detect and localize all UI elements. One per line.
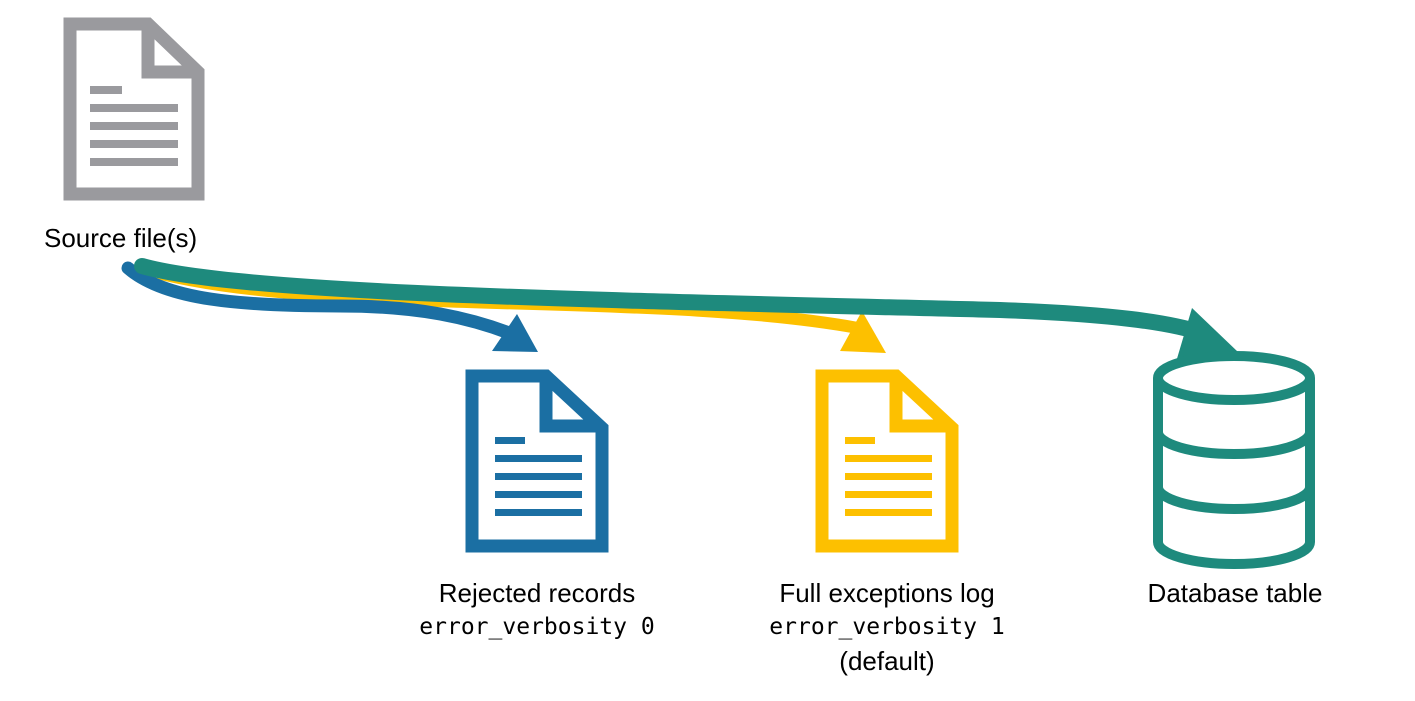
full-exceptions-log-setting: error_verbosity 1 xyxy=(769,614,1005,640)
full-log-document-icon xyxy=(815,369,959,553)
database-table-title: Database table xyxy=(1147,578,1323,608)
rejected-records-setting: error_verbosity 0 xyxy=(419,614,655,640)
source-file-title: Source file(s) xyxy=(44,223,198,253)
rejected-document-icon xyxy=(465,369,609,553)
source-file-label: Source file(s) xyxy=(44,221,197,255)
rejected-records-label: Rejected records error_verbosity 0 xyxy=(382,576,692,644)
arrow-to-rejected xyxy=(121,261,538,352)
full-exceptions-log-note: (default) xyxy=(839,646,935,676)
source-document-icon xyxy=(63,17,205,201)
database-table-label: Database table xyxy=(1110,576,1360,610)
arrow-to-database xyxy=(134,258,1238,362)
database-icon xyxy=(1153,351,1315,569)
rejected-records-title: Rejected records xyxy=(438,578,636,608)
full-exceptions-log-title: Full exceptions log xyxy=(779,578,995,608)
full-exceptions-log-label: Full exceptions log error_verbosity 1 (d… xyxy=(737,576,1037,678)
